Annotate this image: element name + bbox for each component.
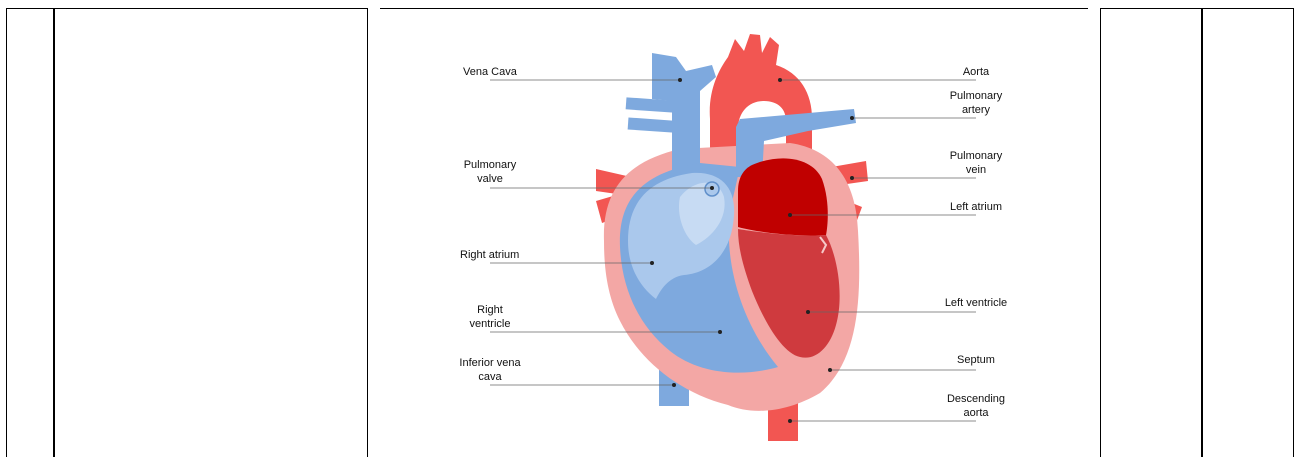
label-right-atrium: Right atrium bbox=[460, 249, 519, 261]
table-cell-1 bbox=[6, 8, 54, 457]
label-inferior-vena-cava-line2: cava bbox=[478, 371, 502, 383]
dot-inferior-vena-cava bbox=[672, 383, 676, 387]
vena-cava-branch-lower bbox=[628, 117, 675, 132]
label-right-ventricle-line1: Right bbox=[477, 304, 503, 316]
dot-left-ventricle bbox=[806, 310, 810, 314]
dot-left-atrium bbox=[788, 213, 792, 217]
label-descending-aorta-line2: aorta bbox=[963, 407, 989, 419]
dot-pulmonary-vein bbox=[850, 176, 854, 180]
dot-pulmonary-artery bbox=[850, 116, 854, 120]
label-septum: Septum bbox=[957, 354, 995, 366]
dot-right-ventricle bbox=[718, 330, 722, 334]
label-pulmonary-vein-line2: vein bbox=[966, 164, 986, 176]
label-right-ventricle-line2: ventricle bbox=[470, 318, 511, 330]
heart-diagram-svg: Vena Cava Pulmonary valve Right atrium R… bbox=[380, 9, 1088, 457]
dot-descending-aorta bbox=[788, 419, 792, 423]
dot-septum bbox=[828, 368, 832, 372]
dot-aorta bbox=[778, 78, 782, 82]
label-pulmonary-valve-line1: Pulmonary bbox=[464, 159, 517, 171]
label-aorta: Aorta bbox=[963, 66, 990, 78]
label-pulmonary-valve-line2: valve bbox=[477, 173, 503, 185]
dot-vena-cava bbox=[678, 78, 682, 82]
label-pulmonary-vein-line1: Pulmonary bbox=[950, 150, 1003, 162]
table-cell-5 bbox=[1202, 8, 1294, 457]
label-pulmonary-artery-line1: Pulmonary bbox=[950, 90, 1003, 102]
label-vena-cava: Vena Cava bbox=[463, 66, 518, 78]
label-inferior-vena-cava-line1: Inferior vena bbox=[459, 357, 521, 369]
heart-diagram: Vena Cava Pulmonary valve Right atrium R… bbox=[380, 8, 1088, 457]
table-cell-2 bbox=[54, 8, 368, 457]
dot-right-atrium bbox=[650, 261, 654, 265]
left-atrium-chamber bbox=[738, 158, 828, 235]
table-cell-4 bbox=[1100, 8, 1202, 457]
label-pulmonary-artery-line2: artery bbox=[962, 104, 991, 116]
label-descending-aorta-line1: Descending bbox=[947, 393, 1005, 405]
dot-pulmonary-valve bbox=[710, 186, 714, 190]
label-left-ventricle: Left ventricle bbox=[945, 297, 1007, 309]
label-left-atrium: Left atrium bbox=[950, 201, 1002, 213]
